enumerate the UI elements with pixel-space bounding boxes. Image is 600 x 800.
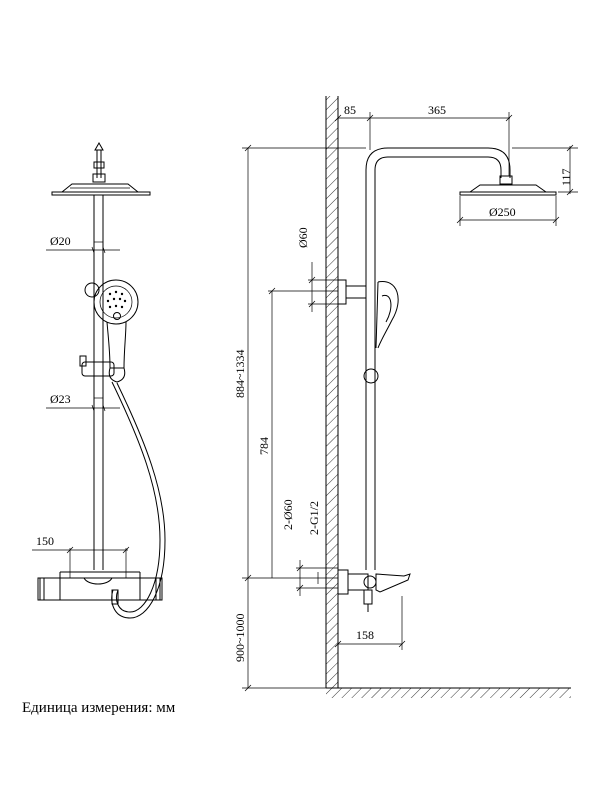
side-arm-length-label: 365: [428, 103, 446, 117]
side-mixer-body: [337, 569, 411, 612]
front-top-pipe: [92, 141, 106, 183]
side-shower-head: [459, 175, 557, 196]
side-holder-height-dimension: 784: [257, 287, 338, 578]
front-pipe-diameter-dimension: Ø20: [46, 234, 120, 254]
side-total-height-label: 884~1334: [233, 350, 247, 399]
front-hand-shower: [84, 279, 139, 383]
side-head-diameter-dimension: Ø250: [456, 196, 560, 226]
side-head-height-label: 117: [559, 168, 573, 186]
front-bar-diameter-label: Ø23: [50, 392, 71, 406]
side-hand-shower: [363, 281, 399, 384]
side-flange-diameter-label: 2-Ø60: [281, 499, 295, 530]
side-top-dimensions: 85 365: [334, 103, 513, 176]
side-total-height-dimension: 884~1334: [233, 144, 366, 578]
front-mixer-width-label: 150: [36, 534, 54, 548]
unit-caption: Единица измерения: мм: [22, 700, 176, 716]
side-holder-diameter-label: Ø60: [296, 227, 310, 248]
side-spout-length-label: 158: [356, 628, 374, 642]
front-pipe-diameter-label: Ø20: [50, 234, 71, 248]
front-view: Ø20 Ø23: [32, 141, 166, 619]
front-mixer-width-dimension: 150: [32, 534, 130, 578]
front-riser-pipe: [93, 195, 104, 570]
front-shower-head: [51, 183, 151, 196]
side-holder-height-label: 784: [257, 437, 271, 455]
side-head-height-dimension: 117: [512, 144, 578, 196]
side-mixer-height-dimension: 900~1000: [233, 574, 338, 692]
side-spout-length-dimension: 158: [334, 596, 406, 650]
side-shower-arm: [365, 147, 511, 570]
front-slide-holder: [79, 355, 115, 377]
floor-section: [326, 687, 571, 698]
wall-section: [325, 96, 339, 688]
side-view: 85 365 117 Ø250: [233, 96, 578, 698]
front-mixer-body: [37, 571, 163, 605]
side-wall-holder: Ø60: [296, 227, 367, 312]
side-head-diameter-label: Ø250: [489, 205, 516, 219]
side-wall-offset-label: 85: [344, 103, 356, 117]
side-connection-dimensions: 2-Ø60 2-G1/2: [281, 499, 338, 596]
front-bar-diameter-dimension: Ø23: [46, 392, 120, 412]
side-mixer-height-label: 900~1000: [233, 614, 247, 663]
front-shower-hose: [111, 381, 166, 619]
hand-shower-nozzles: [106, 290, 127, 309]
side-connection-thread-label: 2-G1/2: [307, 501, 321, 535]
